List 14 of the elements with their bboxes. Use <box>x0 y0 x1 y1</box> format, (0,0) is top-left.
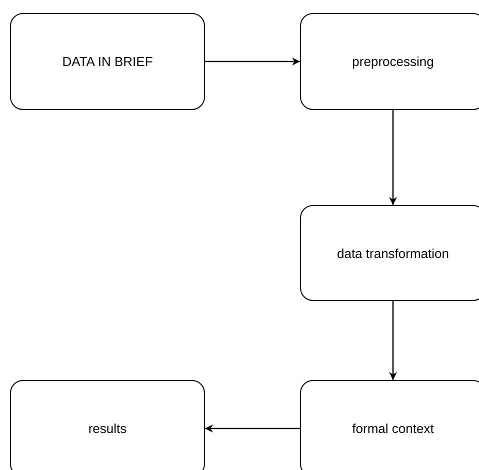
arrow <box>205 58 300 66</box>
process-box <box>300 13 479 110</box>
process-box <box>10 13 205 110</box>
arrow <box>389 301 397 380</box>
box-label: formal context <box>351 421 435 436</box>
box-label: results <box>87 421 128 436</box>
process-box <box>300 380 479 470</box>
box-label: data transformation <box>336 246 450 260</box>
process-box <box>300 205 479 301</box>
process-box <box>10 380 205 470</box>
arrow <box>205 424 300 432</box>
box-label: preprocessing <box>351 54 435 69</box>
arrow <box>389 110 397 205</box>
box-label: DATA IN BRIEF <box>61 54 154 69</box>
